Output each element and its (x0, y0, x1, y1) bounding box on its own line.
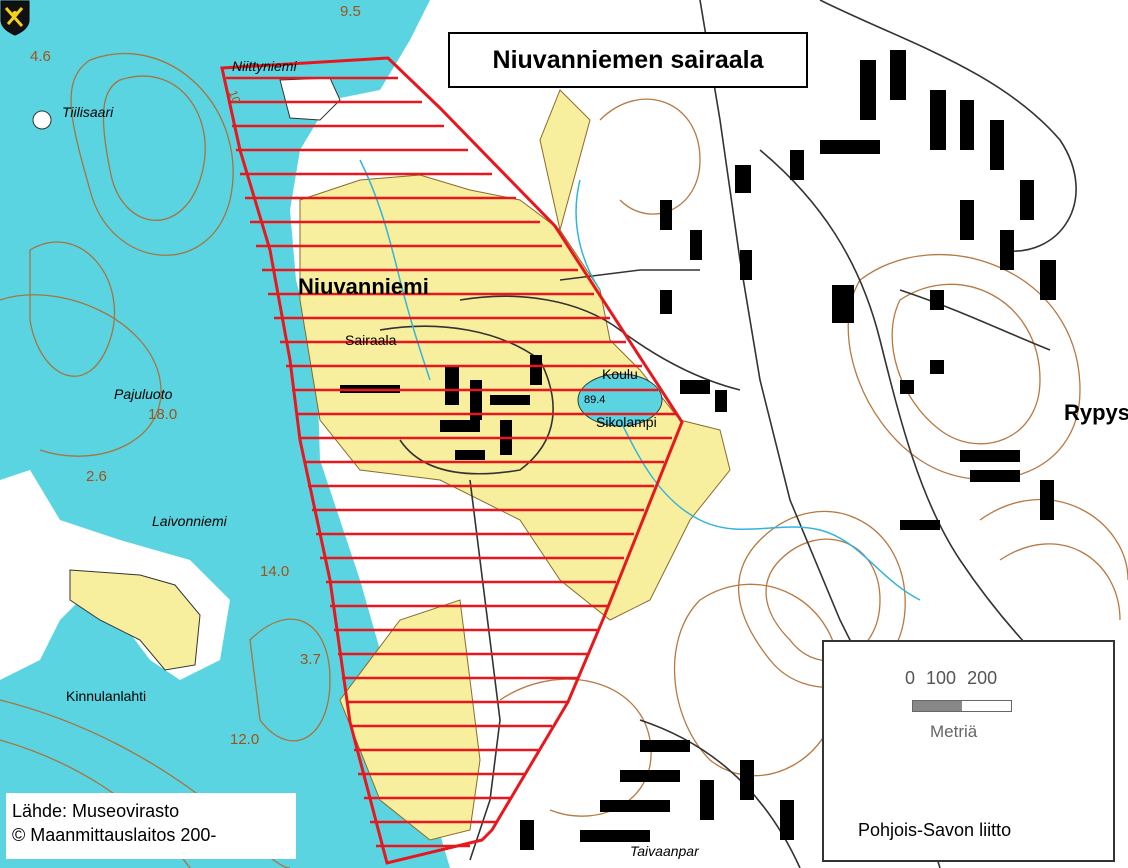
tiilisaari-island (32, 110, 52, 130)
depth-label: 3.7 (300, 651, 321, 668)
label-tiilisaari: Tiilisaari (62, 104, 114, 120)
source-attribution: Lähde: Museovirasto © Maanmittauslaitos … (6, 793, 296, 859)
source-line: © Maanmittauslaitos 200- (12, 825, 217, 845)
scale-bar-segment (913, 701, 962, 711)
protected-area (220, 56, 684, 865)
depth-label: 14.0 (260, 563, 290, 580)
label-sikolampi: Sikolampi (596, 414, 657, 430)
streams (359, 159, 921, 601)
depth-label: 12.0 (230, 731, 260, 748)
depth-label: 2.6 (86, 468, 107, 485)
label-spot-height: 89.4 (584, 394, 606, 406)
label-niittyniemi: Niittyniemi (232, 58, 297, 74)
organization-name: Pohjois-Savon liitto (858, 820, 1012, 840)
map-title: Niuvanniemen sairaala (448, 32, 808, 88)
scale-tick: 0 (905, 668, 916, 688)
laivonniemi-field (69, 569, 201, 671)
label-niuvanniemi: Niuvanniemi (298, 274, 429, 299)
depth-label: 4.6 (30, 48, 51, 65)
label-pajuluoto: Pajuluoto (114, 386, 173, 402)
lake-water (0, 0, 450, 868)
scale-tick: 200 (967, 668, 998, 688)
source-line: Lähde: Museovirasto (12, 801, 180, 821)
label-sairaala: Sairaala (345, 332, 397, 348)
buildings (340, 50, 1056, 850)
contour-lines (0, 53, 1128, 868)
scale-tick: 100 (926, 668, 957, 688)
scale-unit: Metriä (930, 722, 978, 741)
scale-ticks: 0 100 200 (905, 668, 1003, 689)
scale-bar-segment (962, 701, 1011, 711)
label-rypys: Rypys (1064, 400, 1128, 425)
label-taivaanpankko: Taivaanpar (630, 843, 699, 859)
southern-fields (339, 599, 481, 841)
coat-of-arms-icon (0, 0, 30, 36)
legend-box (822, 640, 1115, 862)
label-kinnulanlahti: Kinnulanlahti (66, 688, 147, 704)
scale-bar (912, 700, 1012, 712)
label-laivonniemi: Laivonniemi (152, 513, 227, 529)
depth-label: 18.0 (148, 406, 178, 423)
depth-label: 9.5 (340, 3, 361, 20)
label-koulu: Koulu (602, 366, 638, 382)
